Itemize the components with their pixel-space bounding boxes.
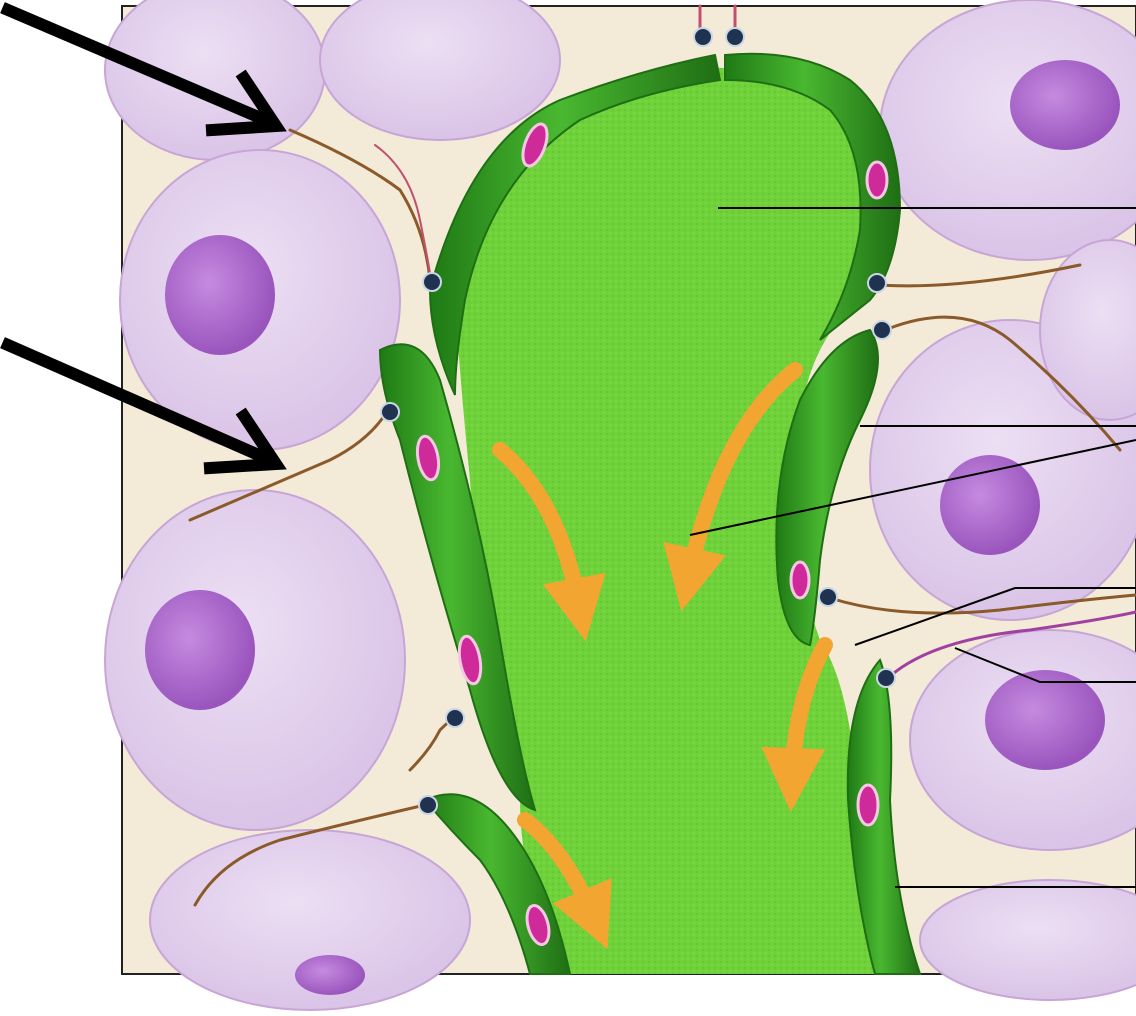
tissue-nucleus bbox=[165, 235, 275, 355]
junction-knob bbox=[877, 669, 895, 687]
junction-knob bbox=[423, 273, 441, 291]
tissue-nucleus bbox=[940, 455, 1040, 555]
junction-knob bbox=[694, 28, 712, 46]
junction-knob bbox=[868, 274, 886, 292]
junction-knob bbox=[381, 403, 399, 421]
endothelial-nucleus bbox=[858, 785, 878, 825]
endothelial-nucleus bbox=[867, 162, 887, 198]
tissue-nucleus bbox=[1010, 60, 1120, 150]
tissue-nucleus bbox=[295, 955, 365, 995]
junction-knob bbox=[873, 321, 891, 339]
junction-knob bbox=[446, 709, 464, 727]
tissue-nucleus bbox=[145, 590, 255, 710]
junction-knob bbox=[819, 588, 837, 606]
junction-knob bbox=[726, 28, 744, 46]
endothelial-nucleus bbox=[791, 562, 809, 598]
tissue-nucleus bbox=[985, 670, 1105, 770]
junction-knob bbox=[419, 796, 437, 814]
